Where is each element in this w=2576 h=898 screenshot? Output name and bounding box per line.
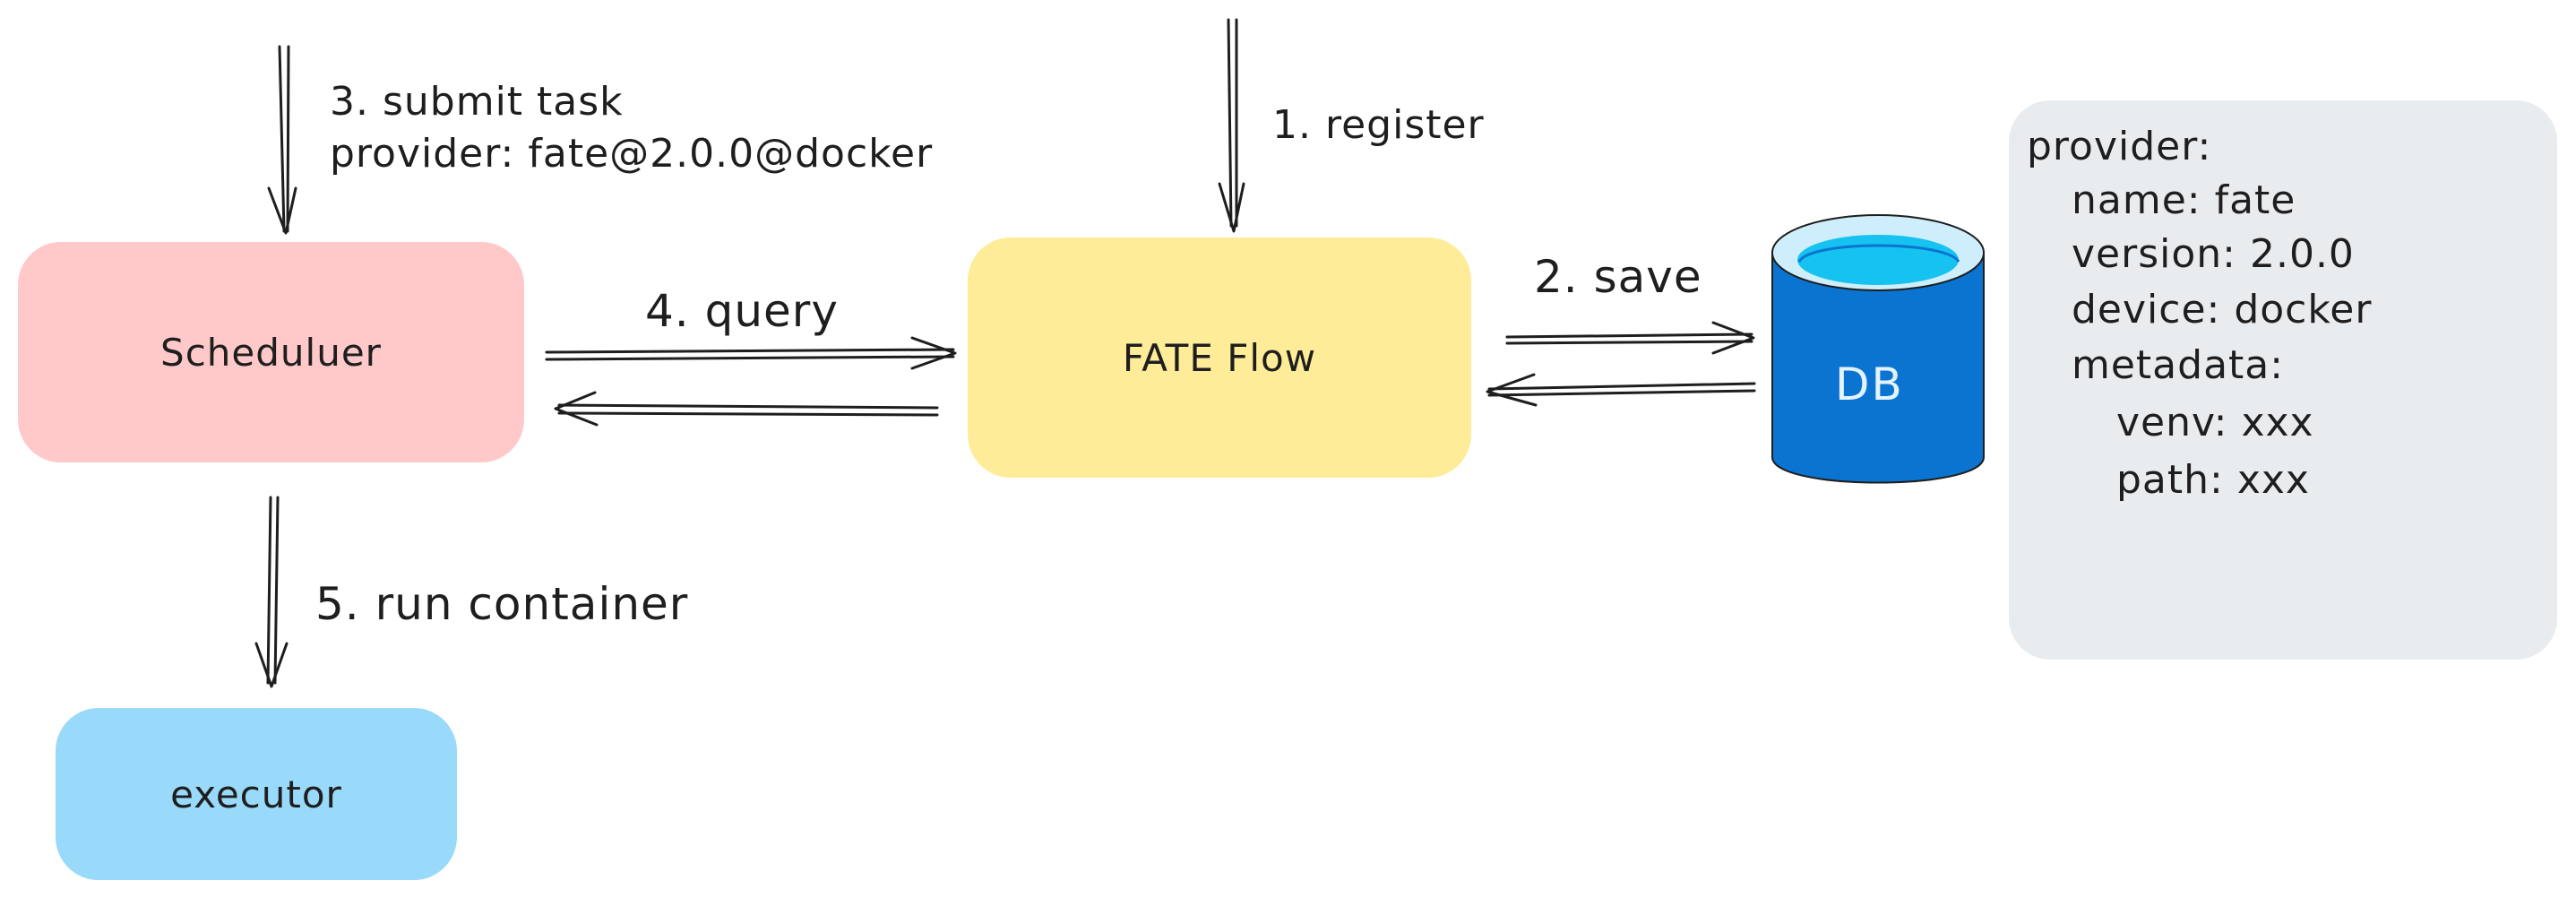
scheduler-node: Scheduluer bbox=[18, 242, 524, 462]
provider-card-line: venv: xxx bbox=[2116, 400, 2314, 445]
provider-card-line: version: 2.0.0 bbox=[2072, 231, 2355, 277]
save-label: 2. save bbox=[1534, 251, 1702, 303]
submit-provider-label: provider: fate@2.0.0@docker bbox=[330, 131, 934, 177]
arrow-query-return bbox=[554, 391, 939, 427]
provider-card-line: provider: bbox=[2027, 124, 2212, 169]
fate-flow-node: FATE Flow bbox=[968, 237, 1471, 478]
db-label: DB bbox=[1835, 358, 1904, 410]
provider-card-line: device: docker bbox=[2072, 287, 2373, 332]
arrow-save-forward bbox=[1505, 321, 1755, 355]
submit-task-label: 3. submit task bbox=[330, 79, 624, 125]
register-label: 1. register bbox=[1272, 102, 1485, 148]
provider-metadata-card bbox=[2009, 100, 2557, 660]
arrow-run-container bbox=[254, 496, 289, 688]
fate-flow-label: FATE Flow bbox=[1122, 335, 1317, 380]
query-label: 4. query bbox=[645, 285, 839, 337]
db-cylinder-icon bbox=[1771, 214, 1985, 484]
arrow-query-forward bbox=[545, 336, 957, 370]
run-container-label: 5. run container bbox=[315, 578, 689, 630]
executor-node: executor bbox=[56, 708, 457, 880]
arrow-register bbox=[1218, 18, 1245, 233]
arrow-submit-task bbox=[267, 45, 297, 235]
provider-card-line: name: fate bbox=[2072, 177, 2296, 223]
scheduler-label: Scheduluer bbox=[160, 330, 382, 375]
provider-card-line: metadata: bbox=[2072, 342, 2285, 388]
executor-label: executor bbox=[170, 772, 342, 816]
arrow-save-return bbox=[1486, 373, 1756, 407]
provider-card-line: path: xxx bbox=[2116, 457, 2310, 503]
